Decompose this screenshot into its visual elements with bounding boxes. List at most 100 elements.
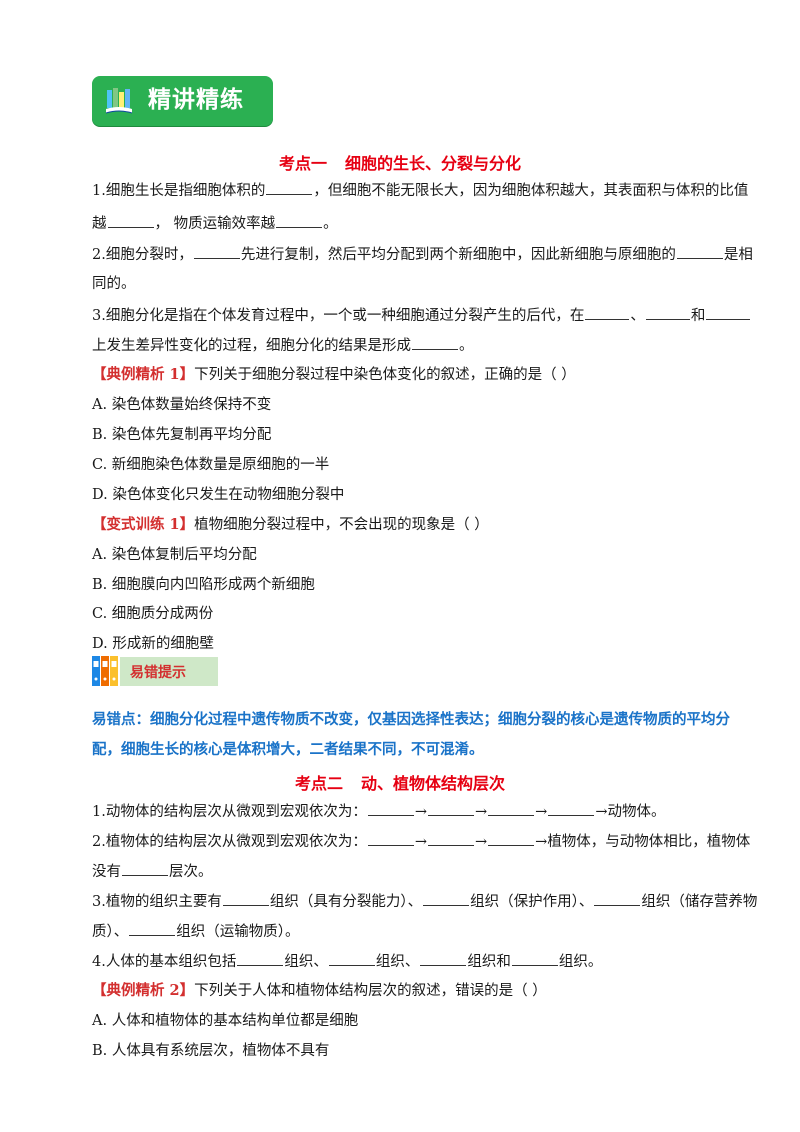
paragraph-line: 没有 层次。 bbox=[92, 861, 712, 882]
text: 组织、 bbox=[375, 954, 420, 970]
option-d[interactable]: D. 染色体变化只发生在动物细胞分裂中 bbox=[92, 487, 345, 503]
arrow-icon: → bbox=[414, 834, 427, 850]
text: 没有 bbox=[92, 864, 121, 880]
fill-blank[interactable] bbox=[122, 861, 168, 876]
heading-number: 考点一 bbox=[278, 154, 327, 173]
warning-label-box: 易错提示 bbox=[120, 657, 218, 686]
fill-blank[interactable] bbox=[706, 305, 751, 320]
fill-blank[interactable] bbox=[423, 891, 470, 906]
text: ， 物质运输效率越 bbox=[154, 216, 276, 232]
warning-label: 易错提示 bbox=[130, 665, 186, 681]
text: 、 bbox=[630, 308, 645, 324]
option-b[interactable]: B. 细胞膜向内凹陷形成两个新细胞 bbox=[92, 577, 315, 593]
fill-blank[interactable] bbox=[676, 244, 723, 259]
fill-blank[interactable] bbox=[548, 801, 595, 816]
text: 是相 bbox=[723, 247, 753, 263]
text: 1.细胞生长是指细胞体积的 bbox=[92, 183, 266, 199]
text: ，但细胞不能无限长大，因为细胞体积越大，其表面积与体积的比值 bbox=[313, 183, 749, 199]
paragraph-line: 2.植物体的结构层次从微观到宏观依次为：→→→植物体，与动物体相比，植物体 bbox=[92, 831, 750, 852]
option-d[interactable]: D. 形成新的细胞壁 bbox=[92, 636, 214, 652]
arrow-icon: → bbox=[535, 804, 548, 820]
example-question: 【典例精析 2】下列关于人体和植物体结构层次的叙述，错误的是（ ） bbox=[92, 981, 712, 1001]
paragraph-line: 1.动物体的结构层次从微观到宏观依次为：→→→→动物体。 bbox=[92, 801, 712, 822]
text: 层次。 bbox=[169, 864, 213, 880]
text: 。 bbox=[323, 216, 338, 232]
fill-blank[interactable] bbox=[193, 244, 240, 259]
option-c[interactable]: C. 新细胞染色体数量是原细胞的一半 bbox=[92, 457, 330, 473]
text: 先进行复制，然后平均分配到两个新细胞中，因此新细胞与原细胞的 bbox=[240, 247, 676, 263]
question-text: 下列关于人体和植物体结构层次的叙述，错误的是（ ） bbox=[194, 983, 547, 999]
fill-blank[interactable] bbox=[585, 305, 630, 320]
binders-icon bbox=[92, 656, 118, 686]
fill-blank[interactable] bbox=[511, 951, 558, 966]
fill-blank[interactable] bbox=[328, 951, 375, 966]
text: 同的。 bbox=[92, 276, 136, 292]
fill-blank[interactable] bbox=[367, 831, 414, 846]
paragraph-line: 质）、组织（运输物质）。 bbox=[92, 921, 712, 942]
paragraph-line: 3.植物的组织主要有组织（具有分裂能力）、组织（保护作用）、组织（储存营养物 bbox=[92, 891, 757, 912]
option-a[interactable]: A. 染色体数量始终保持不变 bbox=[92, 397, 272, 413]
warning-text-line: 配，细胞生长的核心是体积增大，二者结果不同，不可混淆。 bbox=[92, 741, 484, 758]
heading-title: 动、植物体结构层次 bbox=[361, 774, 506, 793]
fill-blank[interactable] bbox=[107, 213, 154, 228]
text: 3.植物的组织主要有 bbox=[92, 894, 222, 910]
fill-blank[interactable] bbox=[428, 831, 474, 846]
text: 3.细胞分化是指在个体发育过程中，一个或一种细胞通过分裂产生的后代，在 bbox=[92, 308, 585, 324]
paragraph-line: 越 ， 物质运输效率越 。 bbox=[92, 213, 712, 234]
text: 1.动物体的结构层次从微观到宏观依次为： bbox=[92, 804, 367, 820]
paragraph-line: 1.细胞生长是指细胞体积的 ，但细胞不能无限长大，因为细胞体积越大，其表面积与体积… bbox=[92, 180, 748, 201]
section-heading-2: 考点二动、植物体结构层次 bbox=[0, 770, 800, 794]
text: 2.细胞分裂时， bbox=[92, 247, 193, 263]
fill-blank[interactable] bbox=[420, 951, 467, 966]
text: 植物体，与动物体相比，植物体 bbox=[547, 834, 751, 850]
practice-question: 【变式训练 1】植物细胞分裂过程中，不会出现的现象是（ ） bbox=[92, 515, 712, 535]
practice-tag: 【变式训练 1】 bbox=[92, 516, 195, 533]
option-c[interactable]: C. 细胞质分成两份 bbox=[92, 606, 214, 622]
arrow-icon: → bbox=[595, 804, 608, 820]
paragraph-line: 3.细胞分化是指在个体发育过程中，一个或一种细胞通过分裂产生的后代，在 、 和 bbox=[92, 305, 751, 326]
text: 组织和 bbox=[467, 954, 511, 970]
fill-blank[interactable] bbox=[645, 305, 690, 320]
arrow-icon: → bbox=[535, 834, 548, 850]
text: 4.人体的基本组织包括 bbox=[92, 954, 237, 970]
fill-blank[interactable] bbox=[237, 951, 284, 966]
example-tag: 【典例精析 2】 bbox=[92, 982, 195, 999]
fill-blank[interactable] bbox=[488, 831, 535, 846]
option-a[interactable]: A. 人体和植物体的基本结构单位都是细胞 bbox=[92, 1013, 359, 1029]
arrow-icon: → bbox=[475, 834, 488, 850]
text: 。 bbox=[459, 338, 474, 354]
option-a[interactable]: A. 染色体复制后平均分配 bbox=[92, 547, 257, 563]
question-text: 植物细胞分裂过程中，不会出现的现象是（ ） bbox=[194, 517, 489, 533]
fill-blank[interactable] bbox=[428, 801, 474, 816]
text: 上发生差异性变化的过程，细胞分化的结果是形成 bbox=[92, 338, 411, 354]
heading-number: 考点二 bbox=[294, 774, 343, 793]
fill-blank[interactable] bbox=[488, 801, 535, 816]
example-question: 【典例精析 1】下列关于细胞分裂过程中染色体变化的叙述，正确的是（ ） bbox=[92, 365, 712, 385]
fill-blank[interactable] bbox=[266, 180, 313, 195]
fill-blank[interactable] bbox=[222, 891, 269, 906]
paragraph-line: 同的。 bbox=[92, 274, 712, 294]
text: 2.植物体的结构层次从微观到宏观依次为： bbox=[92, 834, 367, 850]
fill-blank[interactable] bbox=[367, 801, 414, 816]
text: 越 bbox=[92, 216, 107, 232]
option-b[interactable]: B. 人体具有系统层次，植物体不具有 bbox=[92, 1043, 330, 1059]
warning-text-line: 易错点：细胞分化过程中遗传物质不改变，仅基因选择性表达；细胞分裂的核心是遗传物质… bbox=[92, 711, 730, 728]
paragraph-line: 4.人体的基本组织包括组织、组织、组织和组织。 bbox=[92, 951, 712, 972]
heading-title: 细胞的生长、分裂与分化 bbox=[345, 154, 522, 173]
text: 组织（储存营养物 bbox=[641, 894, 758, 910]
paragraph-line: 2.细胞分裂时， 先进行复制，然后平均分配到两个新细胞中，因此新细胞与原细胞的 是相 bbox=[92, 244, 753, 265]
fill-blank[interactable] bbox=[276, 213, 323, 228]
text: 动物体。 bbox=[607, 804, 666, 820]
question-text: 下列关于细胞分裂过程中染色体变化的叙述，正确的是（ ） bbox=[194, 367, 576, 383]
warning-banner: 易错提示 bbox=[92, 655, 218, 687]
fill-blank[interactable] bbox=[412, 335, 458, 350]
option-b[interactable]: B. 染色体先复制再平均分配 bbox=[92, 427, 272, 443]
fill-blank[interactable] bbox=[129, 921, 176, 936]
example-tag: 【典例精析 1】 bbox=[92, 366, 195, 383]
fill-blank[interactable] bbox=[594, 891, 641, 906]
text: 和 bbox=[690, 308, 706, 324]
section-heading-1: 考点一细胞的生长、分裂与分化 bbox=[0, 150, 800, 174]
arrow-icon: → bbox=[414, 804, 427, 820]
text: 组织。 bbox=[558, 954, 603, 970]
